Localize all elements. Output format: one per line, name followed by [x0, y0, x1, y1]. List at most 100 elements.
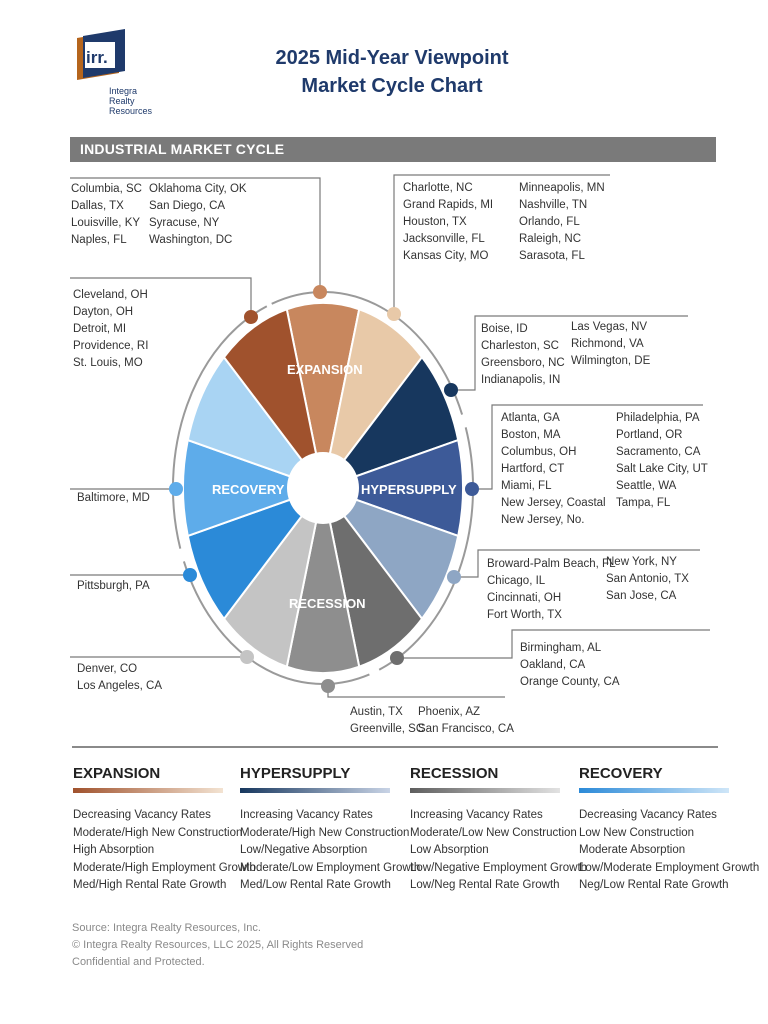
leader-line [397, 629, 710, 659]
city-name: Hartford, CT [501, 463, 565, 475]
city-name: Grand Rapids, MI [403, 199, 494, 211]
city-name: Seattle, WA [616, 480, 677, 492]
city-name: Indianapolis, IN [481, 374, 561, 386]
city-name: Columbus, OH [501, 446, 577, 458]
city-name: St. Louis, MO [73, 357, 143, 369]
legend-item: Moderate/High New Construction [73, 826, 243, 839]
legend-item: Moderate/High Employment Growth [73, 861, 256, 874]
phase-label-recovery: RECOVERY [212, 482, 285, 497]
footer-copyright: © Integra Realty Resources, LLC 2025, Al… [72, 939, 364, 951]
city-name: Syracuse, NY [149, 217, 220, 229]
city-name: Wilmington, DE [571, 355, 651, 367]
wheel-segment [322, 307, 424, 489]
legend-color-bar [579, 788, 729, 793]
position-dots [169, 285, 479, 693]
wheel-segment [285, 302, 361, 489]
city-name: Houston, TX [403, 216, 467, 228]
city-name: Louisville, KY [71, 217, 141, 229]
legend-item: Low New Construction [579, 826, 695, 839]
city-name: Las Vegas, NV [571, 321, 648, 333]
city-name: Cincinnati, OH [487, 592, 562, 604]
legend-title: RECESSION [410, 765, 499, 782]
city-name: Fort Worth, TX [487, 609, 562, 621]
city-name: Boston, MA [501, 429, 561, 441]
cycle-wheel [182, 302, 464, 674]
legend-item: Low/Negative Absorption [240, 844, 368, 856]
city-name: Charleston, SC [481, 340, 559, 352]
city-name: Pittsburgh, PA [77, 580, 150, 592]
city-name: Sacramento, CA [616, 446, 701, 458]
title-line-1: 2025 Mid-Year Viewpoint [275, 47, 509, 69]
phase-arc [172, 305, 268, 549]
leader-line [451, 315, 688, 391]
city-name: Jacksonville, FL [403, 233, 485, 245]
city-name: San Diego, CA [149, 200, 226, 212]
leader-line [454, 549, 700, 578]
city-group-g6-col1: Baltimore, MD [77, 490, 150, 507]
city-name: Columbia, SC [71, 183, 142, 195]
legend-color-bar [73, 788, 223, 793]
city-name: Washington, DC [149, 234, 233, 246]
legend-item: Decreasing Vacancy Rates [73, 809, 211, 821]
legend-item: Low/Moderate Employment Growth [579, 861, 760, 874]
city-name: Orange County, CA [520, 676, 620, 688]
city-name: Los Angeles, CA [77, 680, 163, 692]
city-name: Charlotte, NC [403, 182, 473, 194]
phase-arc [271, 290, 464, 415]
market-position-dot [444, 383, 458, 397]
irr-logo: irr. Integra Realty Resources [67, 28, 162, 123]
leader-line [393, 174, 610, 314]
city-name: Detroit, MI [73, 323, 127, 335]
leader-line [327, 686, 505, 698]
phase-label-hypersupply: HYPERSUPPLY [361, 482, 457, 497]
legend-item: Increasing Vacancy Rates [240, 809, 373, 821]
outer-arcs [172, 290, 474, 685]
page-title: 2025 Mid-Year Viewpoint Market Cycle Cha… [200, 44, 584, 100]
city-name: Boise, ID [481, 323, 528, 335]
city-name: Naples, FL [71, 234, 127, 246]
leader-line [70, 277, 252, 317]
city-name: Austin, TX [350, 706, 403, 718]
wheel-segment [320, 438, 464, 538]
svg-text:irr.: irr. [86, 48, 108, 67]
market-cycle-diagram: EXPANSION HYPERSUPPLY RECESSION RECOVERY [70, 174, 710, 698]
legend-item: Med/High Rental Rate Growth [73, 879, 227, 891]
market-position-dot [447, 570, 461, 584]
market-position-dot [387, 307, 401, 321]
city-name: Denver, CO [77, 663, 138, 675]
leader-line [70, 177, 321, 292]
legend-item: High Absorption [73, 844, 155, 856]
legend-item: Low/Neg Rental Rate Growth [410, 879, 560, 891]
market-position-dot [183, 568, 197, 582]
city-name: Raleigh, NC [519, 233, 581, 245]
city-name: Oakland, CA [520, 659, 586, 671]
section-header-bar: INDUSTRIAL MARKET CYCLE [70, 137, 716, 162]
city-name: Dayton, OH [73, 306, 134, 318]
city-name: Portland, OR [616, 429, 683, 441]
footer-source: Source: Integra Realty Resources, Inc. [72, 922, 261, 934]
wheel-segment [285, 487, 361, 674]
city-name: Broward-Palm Beach, FL [487, 558, 616, 570]
market-position-dot [321, 679, 335, 693]
wheel-segment [182, 438, 326, 538]
phase-arc [378, 427, 474, 671]
legend-item: Med/Low Rental Rate Growth [240, 879, 391, 891]
city-name: San Francisco, CA [418, 723, 514, 735]
legend-item: Moderate/Low New Construction [410, 826, 577, 839]
city-name: Minneapolis, MN [519, 182, 605, 194]
phase-label-expansion: EXPANSION [287, 362, 363, 377]
city-name: Miami, FL [501, 480, 552, 492]
city-group-g2-col1: Charlotte, NC Grand Rapids, MI Houston, TX… [403, 180, 493, 265]
